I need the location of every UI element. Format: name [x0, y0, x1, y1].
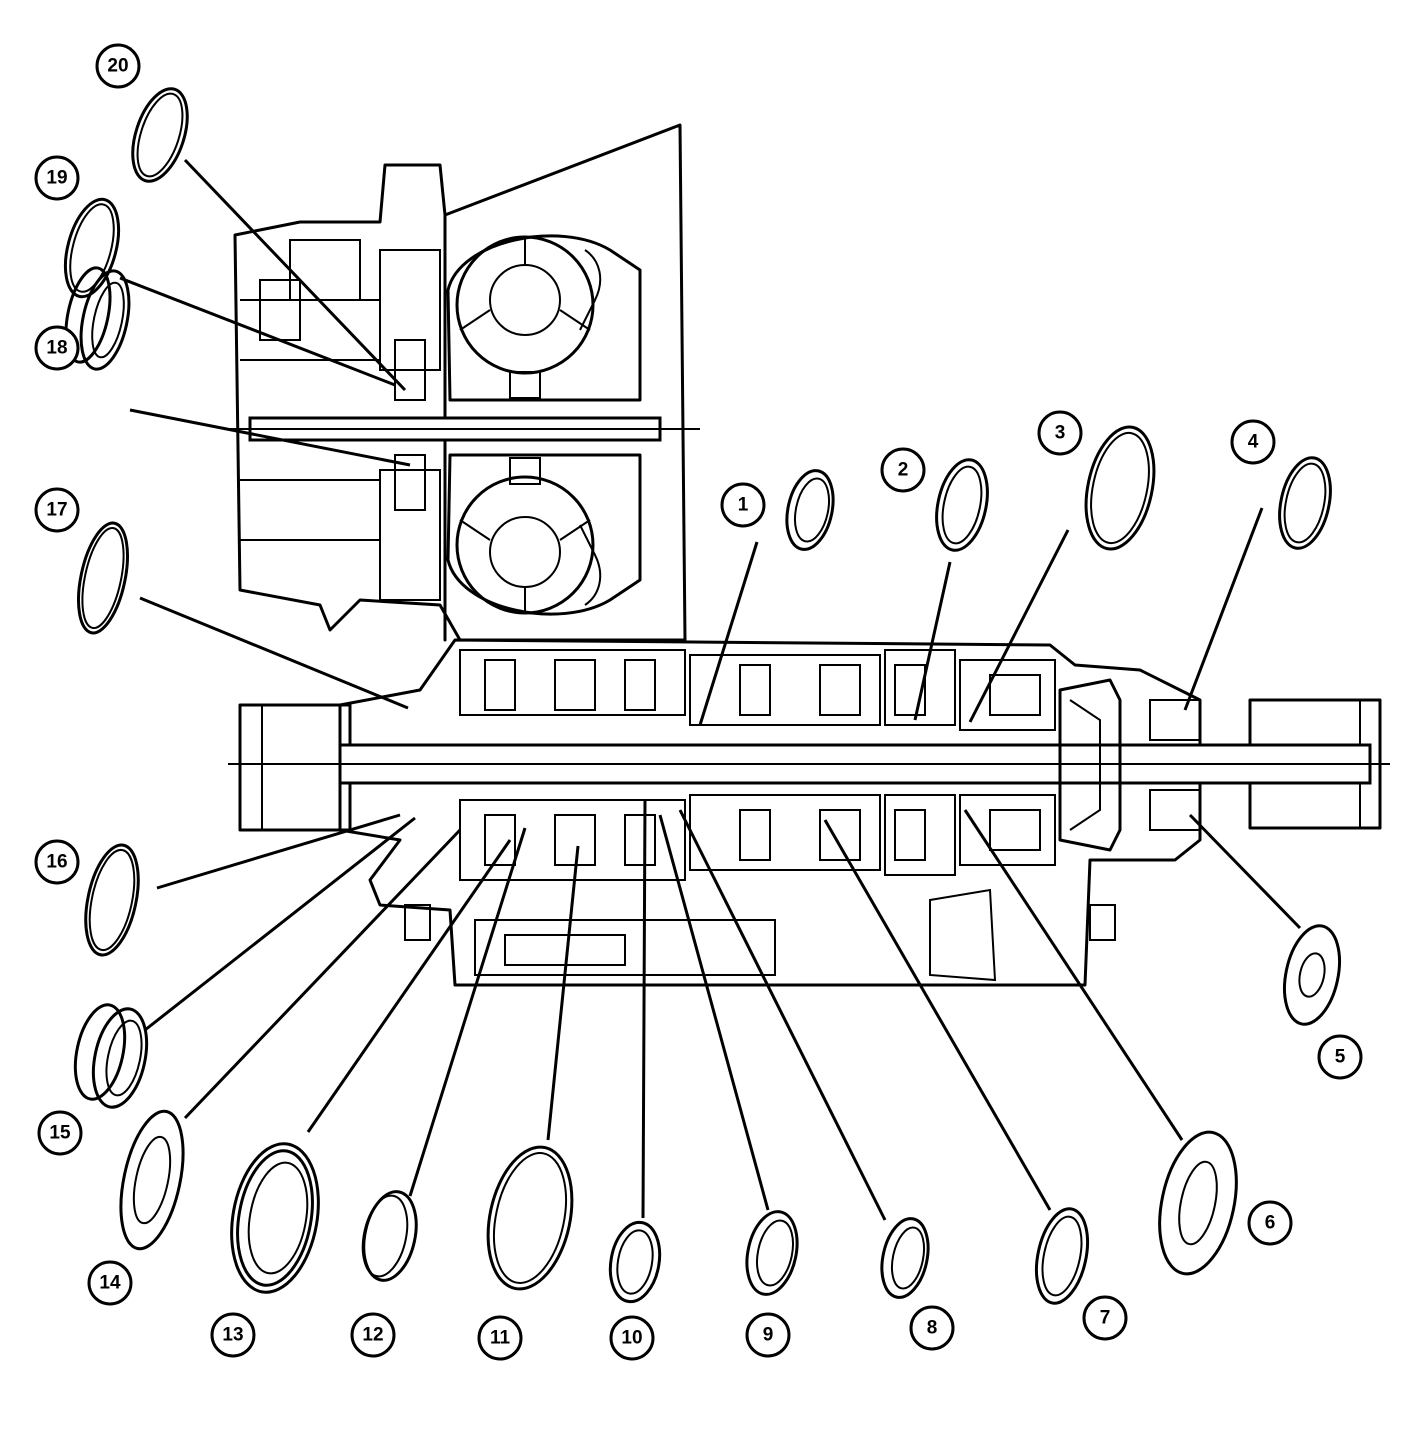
callout-number: 17: [46, 500, 67, 521]
callout-number: 7: [1100, 1308, 1111, 1329]
leader-lines: [119, 158, 1302, 1221]
part-9-bearing: [745, 1210, 799, 1296]
callout-10: 10: [609, 1315, 655, 1361]
callout-number: 19: [46, 168, 67, 189]
callout-1: 1: [720, 482, 766, 528]
leader-15: [144, 816, 416, 1032]
transaxle-housing: [228, 123, 1390, 987]
callout-number: 13: [222, 1325, 243, 1346]
part-6-washer: [1158, 1130, 1238, 1276]
leader-19: [119, 276, 396, 387]
callout-15: 15: [37, 1110, 83, 1156]
part-11-snap-ring: [486, 1145, 574, 1291]
part-3-ring: [1084, 425, 1156, 551]
callout-number: 3: [1055, 423, 1066, 444]
part-13-washer: [230, 1142, 320, 1294]
leader-9: [658, 814, 770, 1211]
callout-number: 10: [621, 1328, 642, 1349]
part-4-ring: [1278, 456, 1332, 550]
leader-5: [1188, 813, 1302, 930]
leader-11: [546, 845, 580, 1141]
part-1-washer: [785, 469, 835, 551]
leader-14: [183, 828, 462, 1120]
part-17-snap-ring: [77, 521, 129, 635]
callout-14: 14: [87, 1260, 133, 1306]
leader-4: [1183, 507, 1264, 711]
part-18-needle-bearing: [64, 266, 131, 371]
exploded-parts: [63, 87, 1341, 1305]
callout-4: 4: [1230, 419, 1276, 465]
callout-17: 17: [34, 487, 80, 533]
callout-number: 15: [49, 1123, 71, 1144]
callout-number: 14: [99, 1273, 121, 1294]
part-16-snap-ring: [84, 843, 140, 957]
part-8-bearing: [880, 1217, 930, 1299]
part-5-washer: [1283, 924, 1341, 1026]
leader-8: [678, 809, 887, 1221]
callout-6: 6: [1247, 1200, 1293, 1246]
part-2-ring: [935, 458, 989, 552]
callout-3: 3: [1037, 410, 1083, 456]
leader-2: [913, 561, 952, 721]
callout-number: 9: [763, 1325, 774, 1346]
leader-18: [129, 408, 411, 467]
callout-16: 16: [34, 839, 80, 885]
part-12-seal-ring: [361, 1190, 418, 1282]
callout-11: 11: [477, 1315, 523, 1361]
callout-number: 4: [1248, 432, 1259, 453]
leader-7: [823, 819, 1052, 1211]
callout-13: 13: [210, 1312, 256, 1358]
part-15-needle-bearing: [73, 1003, 149, 1109]
callout-number: 12: [362, 1325, 383, 1346]
callout-19: 19: [34, 155, 80, 201]
callout-number: 11: [490, 1328, 511, 1349]
part-14-thrust-bearing: [119, 1109, 185, 1251]
callout-9: 9: [745, 1312, 791, 1358]
callout-number: 2: [898, 460, 909, 481]
leader-17: [139, 596, 409, 710]
callout-number: 1: [738, 495, 749, 516]
part-7-washer: [1034, 1207, 1090, 1305]
callout-8: 8: [909, 1305, 955, 1351]
leader-3: [968, 529, 1070, 723]
callout-2: 2: [880, 447, 926, 493]
callout-number: 20: [107, 56, 128, 77]
callout-number: 16: [46, 852, 67, 873]
callout-number: 8: [927, 1318, 938, 1339]
callout-7: 7: [1082, 1295, 1128, 1341]
callout-number: 18: [46, 338, 67, 359]
callout-5: 5: [1317, 1034, 1363, 1080]
callout-20: 20: [95, 43, 141, 89]
callout-number: 6: [1265, 1213, 1276, 1234]
leader-1: [698, 541, 759, 726]
leader-12: [408, 827, 527, 1197]
part-20-snap-ring: [131, 87, 189, 183]
callout-number: 5: [1335, 1047, 1346, 1068]
part-19-ring: [63, 197, 121, 299]
leader-10: [641, 799, 647, 1219]
callout-18: 18: [34, 325, 80, 371]
callouts: 1 2 3 4 5 6 7 8 9 10 11 12 13 14 15 16 1…: [34, 43, 1363, 1361]
leader-16: [156, 813, 401, 890]
leader-20: [183, 158, 407, 392]
leader-6: [963, 809, 1184, 1141]
part-10-washer: [608, 1220, 662, 1304]
callout-12: 12: [350, 1312, 396, 1358]
leader-13: [306, 839, 512, 1133]
